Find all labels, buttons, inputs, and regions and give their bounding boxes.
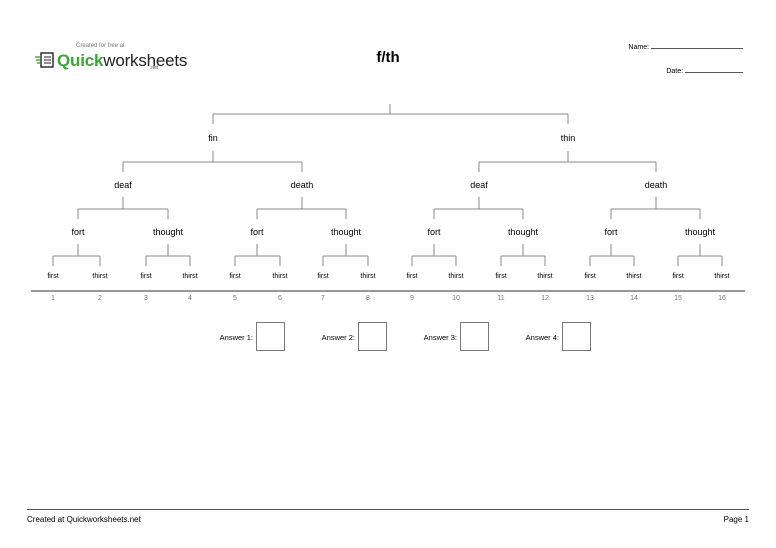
answer-box[interactable] — [256, 322, 285, 351]
leaf-number: 6 — [278, 295, 282, 302]
leaf-number: 12 — [541, 295, 549, 302]
leaf-word: first — [47, 273, 59, 280]
leaf-number: 7 — [321, 295, 325, 302]
leaf-number: 13 — [586, 295, 594, 302]
answer-box[interactable] — [460, 322, 489, 351]
leaf-word: first — [229, 273, 241, 280]
leaf-word: thirst — [626, 273, 642, 280]
logo-net-suffix: .net — [150, 65, 159, 71]
level3-node: fort — [604, 227, 618, 237]
leaf-word: first — [406, 273, 418, 280]
leaf-number: 10 — [452, 295, 460, 302]
level2-node: deaf — [114, 180, 132, 190]
answer-box[interactable] — [562, 322, 591, 351]
leaf-word: first — [317, 273, 329, 280]
leaf-number: 11 — [497, 295, 505, 302]
level3-node: thought — [152, 227, 184, 237]
leaf-number: 9 — [410, 295, 414, 302]
leaf-number: 14 — [630, 295, 638, 302]
level1-node: thin — [560, 133, 576, 143]
leaf-word: thirst — [92, 273, 108, 280]
level2-node: death — [290, 180, 314, 190]
answer-label: Answer 4: — [525, 333, 559, 342]
leaf-number: 15 — [674, 295, 682, 302]
level3-node: fort — [250, 227, 264, 237]
level3-node: thought — [507, 227, 539, 237]
answer-box[interactable] — [358, 322, 387, 351]
leaf-number: 3 — [144, 295, 148, 302]
footer-credit: Created at Quickworksheets.net — [27, 515, 141, 524]
leaf-word: first — [584, 273, 596, 280]
name-field[interactable]: Name: — [628, 41, 743, 51]
level3-node: thought — [330, 227, 362, 237]
level2-node: deaf — [470, 180, 488, 190]
level3-node: thought — [684, 227, 716, 237]
worksheet-logo-icon — [35, 52, 54, 68]
level3-node: fort — [71, 227, 85, 237]
leaf-word: thirst — [360, 273, 376, 280]
leaf-number: 1 — [51, 295, 55, 302]
level2-node: death — [644, 180, 668, 190]
leaf-word: first — [140, 273, 152, 280]
leaf-word: thirst — [537, 273, 553, 280]
answer-label: Answer 1: — [219, 333, 253, 342]
leaf-number: 5 — [233, 295, 237, 302]
created-for-free-caption: Created for free at — [76, 43, 125, 49]
leaf-number: 4 — [188, 295, 192, 302]
leaf-number: 16 — [718, 295, 726, 302]
leaf-number: 8 — [366, 295, 370, 302]
leaf-word: thirst — [272, 273, 288, 280]
leaf-word: first — [495, 273, 507, 280]
level3-node: fort — [427, 227, 441, 237]
page-number: Page 1 — [723, 515, 749, 524]
logo-worksheets: worksheets — [103, 51, 188, 70]
level1-node: fin — [208, 133, 218, 143]
quickworksheets-logo: Quickworksheets — [57, 51, 187, 71]
worksheet-title: f/th — [376, 49, 400, 66]
date-field[interactable]: Date: — [666, 65, 743, 75]
leaf-word: thirst — [714, 273, 730, 280]
leaf-word: thirst — [182, 273, 198, 280]
date-blank-line[interactable] — [685, 65, 743, 73]
name-label: Name: — [628, 44, 650, 51]
leaf-word: first — [672, 273, 684, 280]
date-label: Date: — [666, 68, 684, 75]
leaf-number: 2 — [98, 295, 102, 302]
logo-quick: Quick — [57, 51, 104, 70]
answer-label: Answer 2: — [321, 333, 355, 342]
leaf-word: thirst — [448, 273, 464, 280]
footer-divider — [27, 509, 749, 510]
name-blank-line[interactable] — [651, 41, 743, 49]
answer-label: Answer 3: — [423, 333, 457, 342]
